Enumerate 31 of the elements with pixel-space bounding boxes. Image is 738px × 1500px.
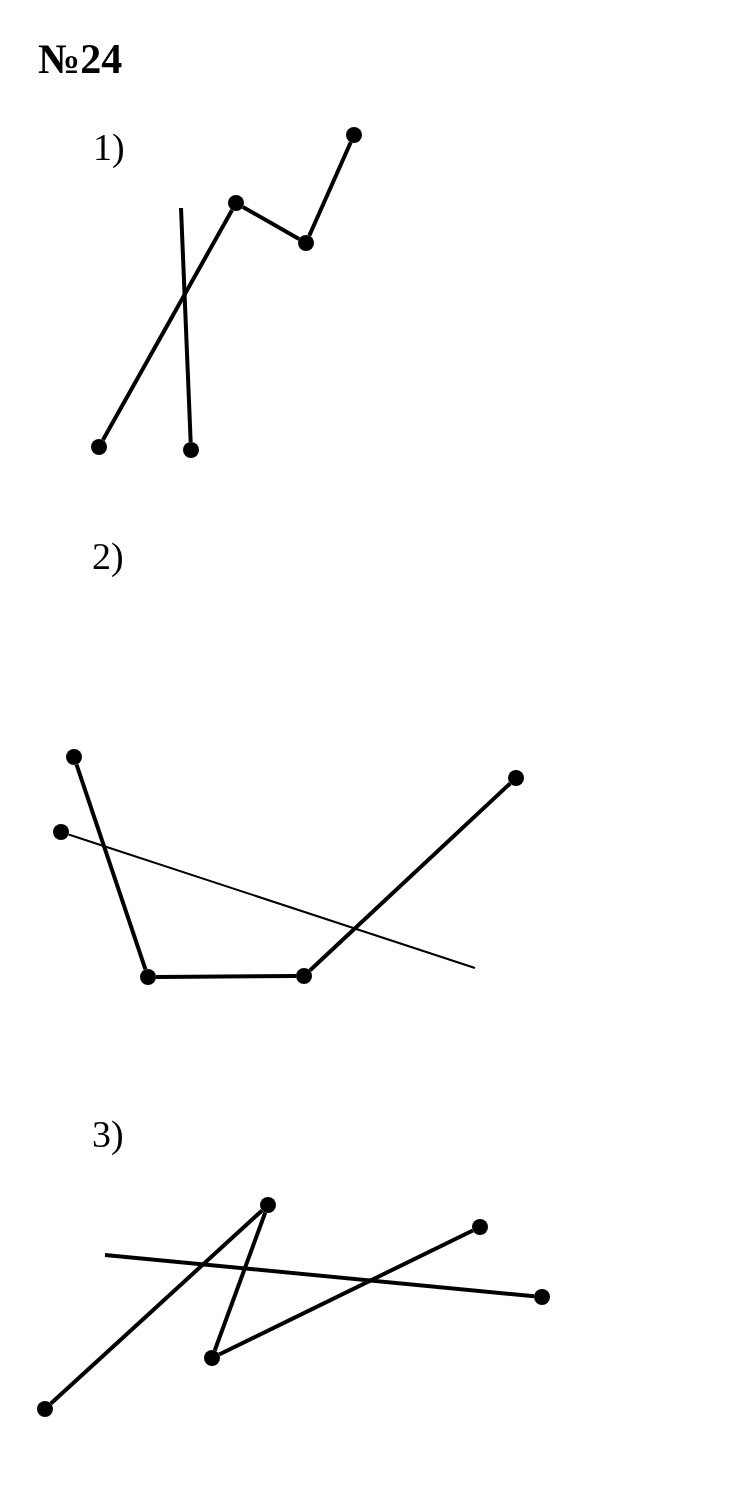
line-segment — [156, 974, 296, 979]
exercise-number: №24 — [38, 38, 123, 80]
point-dot — [53, 824, 69, 840]
part-number: 1) — [93, 128, 125, 166]
line-segment — [49, 1208, 264, 1406]
line-segment — [212, 1211, 268, 1352]
line-segment — [179, 207, 193, 443]
line-segment — [101, 209, 234, 441]
point-dot — [228, 195, 244, 211]
line-segment — [218, 1228, 474, 1357]
point-dot — [66, 749, 82, 765]
point-dot — [472, 1219, 488, 1235]
point-dot — [37, 1401, 53, 1417]
point-dot — [204, 1350, 220, 1366]
point-dot — [183, 442, 199, 458]
line-segment — [241, 205, 301, 241]
part-number: 2) — [92, 537, 124, 575]
point-dot — [140, 969, 156, 985]
point-dot — [260, 1197, 276, 1213]
line-segment — [67, 833, 476, 969]
line-segment — [104, 1253, 535, 1299]
point-dot — [91, 439, 107, 455]
line-segment — [74, 763, 148, 971]
point-dot — [346, 127, 362, 143]
point-dot — [296, 968, 312, 984]
point-dot — [298, 235, 314, 251]
line-segment — [307, 141, 353, 237]
point-dot — [534, 1289, 550, 1305]
line-segment — [308, 782, 512, 972]
part-number: 3) — [92, 1115, 124, 1153]
point-dot — [508, 770, 524, 786]
